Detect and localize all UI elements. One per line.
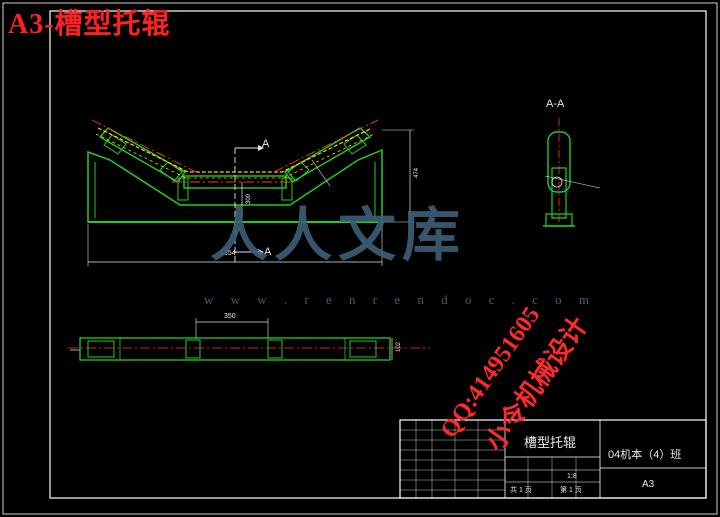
cut-label-top: A: [262, 138, 270, 150]
class-info: 04机本（4）班: [608, 449, 682, 461]
sheet-no: 第 1 页: [560, 487, 582, 494]
cut-label-bottom: A: [264, 246, 272, 258]
dim-top-view: 350: [224, 313, 236, 320]
right-roller: [283, 127, 372, 183]
section-label: A-A: [546, 98, 565, 110]
sheet-title: A3-槽型托辊: [8, 9, 171, 40]
top-roller-assembly: [79, 337, 391, 361]
dim-width: 1354: [220, 250, 236, 257]
top-view: [68, 318, 430, 361]
dim-side: 102: [396, 341, 403, 353]
section-roller: [547, 131, 571, 193]
scale: 1:8: [567, 473, 577, 480]
inner-frame: [49, 10, 707, 499]
front-view: [87, 119, 414, 266]
title-block: [399, 419, 707, 499]
part-name: 槽型托辊: [524, 435, 577, 450]
left-roller: [98, 127, 187, 183]
sheets-total: 共 1 页: [510, 487, 532, 494]
watermark-site: w w w . r e n r e n d o c . c o m: [204, 292, 597, 307]
watermark-logo: 人人文库: [210, 201, 467, 269]
paper-size: A3: [642, 479, 655, 490]
section-view: [543, 118, 601, 230]
dim-height: 474: [414, 167, 421, 179]
